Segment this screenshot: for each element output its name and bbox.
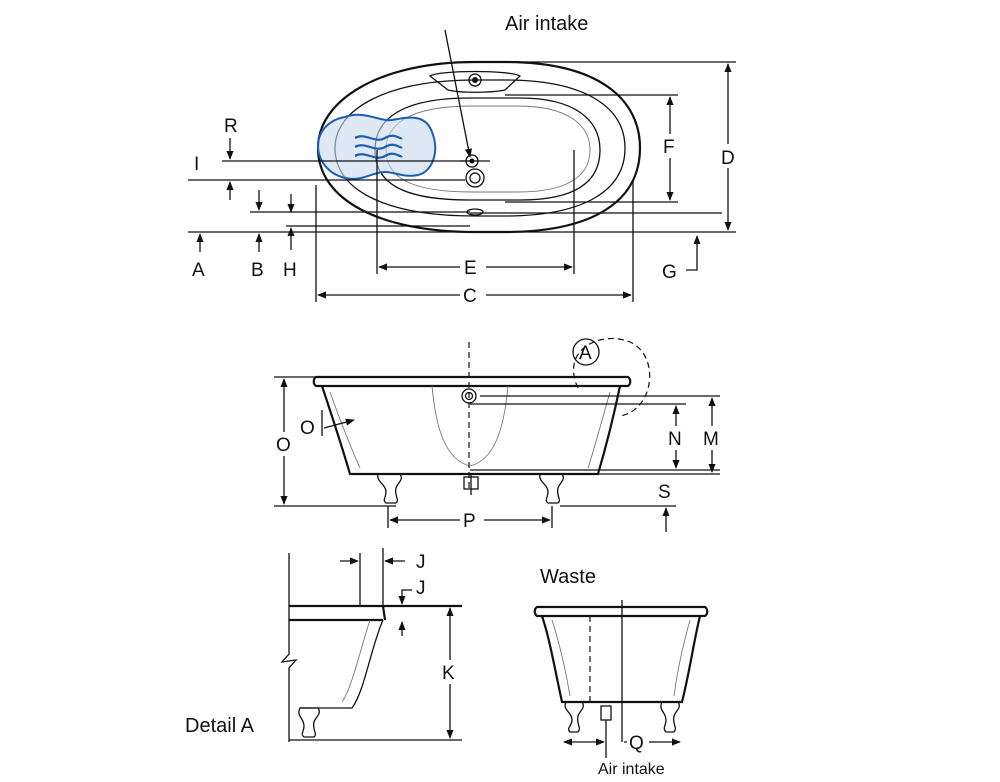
label-i: I — [194, 154, 199, 175]
label-f: F — [663, 137, 675, 158]
air-intake-caption: Air intake — [505, 13, 588, 35]
label-q: Q — [629, 733, 644, 754]
label-g: G — [662, 262, 677, 283]
label-c: C — [463, 286, 477, 307]
label-m: M — [703, 429, 719, 450]
label-d: D — [721, 148, 735, 169]
side-elevation: A O O N M S P — [273, 337, 726, 532]
air-intake-bottom-caption: Air intake — [598, 761, 665, 778]
label-j-top: J — [416, 552, 426, 573]
plan-view: Air intake R I A B H E C — [188, 13, 740, 307]
whirlpool-jet-icon — [316, 113, 437, 180]
label-s: S — [658, 482, 671, 503]
detail-a-caption: Detail A — [185, 715, 255, 737]
label-p: P — [463, 511, 476, 532]
waste-view: Waste Q Air intake — [533, 566, 709, 778]
label-o-wall: O — [300, 418, 315, 439]
label-a: A — [192, 260, 205, 281]
label-k: K — [442, 663, 455, 684]
label-n: N — [668, 429, 682, 450]
label-r: R — [224, 116, 238, 137]
label-a-detail-marker: A — [579, 343, 592, 364]
label-h: H — [283, 260, 297, 281]
label-e: E — [464, 258, 477, 279]
label-o-height: O — [276, 435, 291, 456]
waste-caption: Waste — [540, 566, 596, 588]
label-j-side: J — [416, 578, 426, 599]
detail-a-view: J J K Detail A — [185, 548, 462, 742]
label-b: B — [251, 260, 264, 281]
